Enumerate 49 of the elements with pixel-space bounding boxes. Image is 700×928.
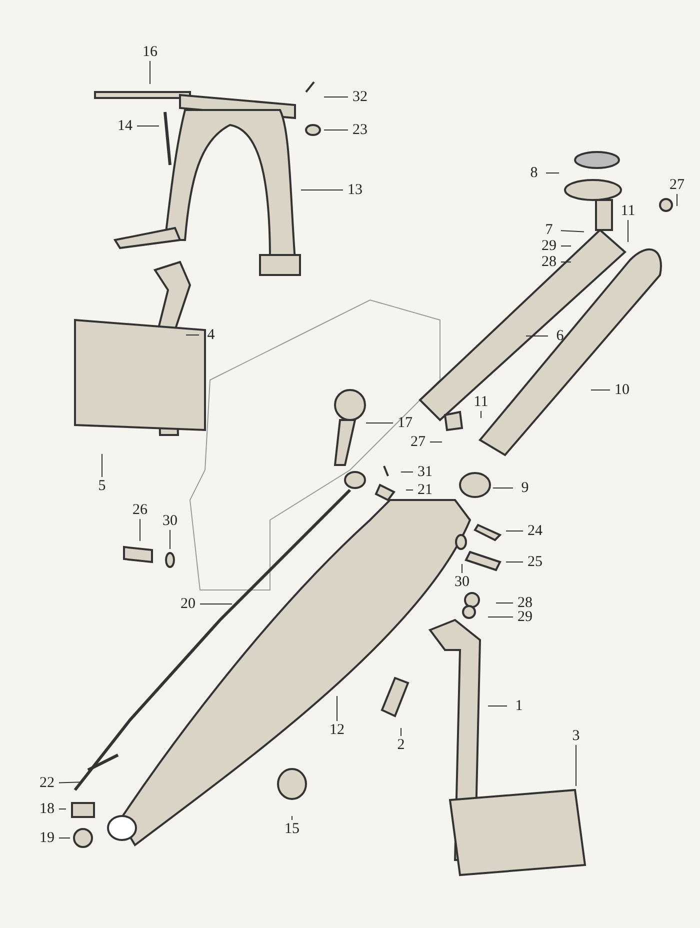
- leader-line: [58, 808, 66, 810]
- callout-number: 2: [389, 736, 413, 754]
- callout-number: 15: [280, 820, 304, 838]
- callout-number: 8: [522, 164, 546, 182]
- leader-line: [58, 782, 82, 784]
- callout-number: 32: [348, 88, 372, 106]
- callout-number: 6: [548, 327, 572, 345]
- callout-number: 16: [138, 43, 162, 61]
- callout-number: 27: [406, 433, 430, 451]
- leader-line: [488, 616, 514, 618]
- callout-number: 17: [393, 414, 417, 432]
- callout-number: 14: [113, 117, 137, 135]
- callout-number: 20: [176, 595, 200, 613]
- callout-number: 13: [343, 181, 367, 199]
- callout-number: 30: [158, 512, 182, 530]
- leader-line: [546, 172, 560, 174]
- callout-number: 9: [513, 479, 537, 497]
- callout-number: 30: [450, 573, 474, 591]
- callout-number: 1: [507, 697, 531, 715]
- callout-number: 28: [537, 253, 561, 271]
- callout-number: 18: [35, 800, 59, 818]
- callout-number: 27: [665, 176, 689, 194]
- callout-number: 23: [348, 121, 372, 139]
- callout-number: 12: [325, 721, 349, 739]
- leader-line: [366, 422, 394, 424]
- callout-number: 3: [564, 727, 588, 745]
- leader-line: [496, 602, 514, 604]
- callout-number: 24: [523, 522, 547, 540]
- callout-number: 25: [523, 553, 547, 571]
- leader-line: [506, 530, 524, 532]
- callout-number: 31: [413, 463, 437, 481]
- callout-number: 22: [35, 774, 59, 792]
- callout-number: 19: [35, 829, 59, 847]
- leader-line: [400, 728, 402, 736]
- callout-number: 7: [537, 221, 561, 239]
- callout-number: 21: [413, 481, 437, 499]
- callout-number: 11: [469, 393, 493, 411]
- callout-number: 4: [199, 326, 223, 344]
- callout-number: 29: [537, 237, 561, 255]
- leader-line: [480, 410, 482, 418]
- callout-number: 11: [616, 202, 640, 220]
- leader-line: [676, 194, 678, 206]
- callout-number: 5: [90, 477, 114, 495]
- leader-line: [336, 696, 338, 722]
- leader-line: [324, 96, 348, 98]
- leader-line: [560, 230, 584, 232]
- callout-number: 26: [128, 501, 152, 519]
- leader-line: [186, 334, 200, 336]
- callout-number: 10: [610, 381, 634, 399]
